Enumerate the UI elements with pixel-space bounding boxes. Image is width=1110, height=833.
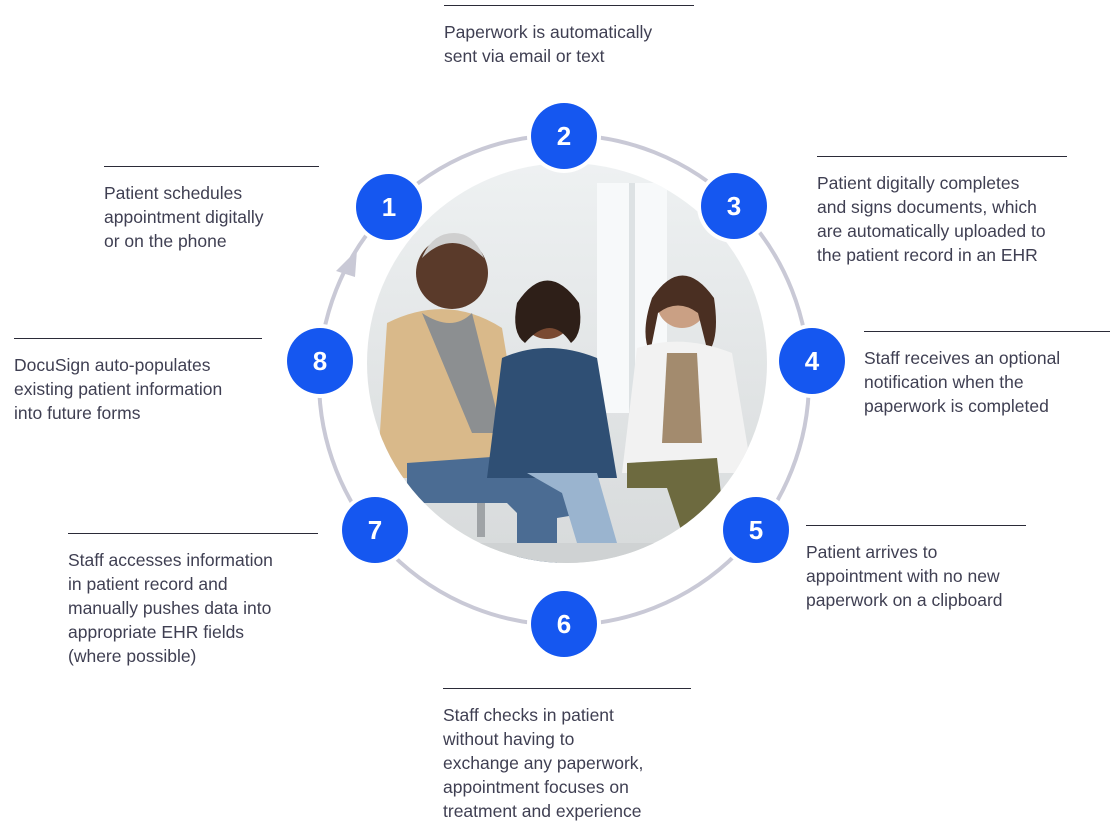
step-1-callout: Patient schedules appointment digitally …: [104, 166, 319, 253]
step-2-text: Paperwork is automatically sent via emai…: [444, 22, 653, 66]
step-6-rule: [443, 688, 691, 689]
step-3-rule: [817, 156, 1067, 157]
step-7-text: Staff accesses information in patient re…: [68, 550, 273, 666]
step-1-rule: [104, 166, 319, 167]
step-8-callout: DocuSign auto-populates existing patient…: [14, 338, 262, 425]
step-4-rule: [864, 331, 1110, 332]
step-6-callout: Staff checks in patient without having t…: [443, 688, 691, 823]
step-1-text: Patient schedules appointment digitally …: [104, 183, 264, 251]
patients-photo: [367, 163, 767, 563]
cycle-arrowhead-icon: [336, 250, 357, 277]
step-7-badge: 7: [342, 497, 408, 563]
step-5-badge: 5: [723, 497, 789, 563]
step-2-rule: [444, 5, 694, 6]
step-3-badge: 3: [701, 173, 767, 239]
step-4-callout: Staff receives an optional notification …: [864, 331, 1110, 418]
step-7-callout: Staff accesses information in patient re…: [68, 533, 318, 668]
step-5-rule: [806, 525, 1026, 526]
patients-and-doctor-photo-icon: [367, 163, 767, 563]
step-4-badge: 4: [779, 328, 845, 394]
step-4-text: Staff receives an optional notification …: [864, 348, 1061, 416]
step-2-badge: 2: [531, 103, 597, 169]
step-5-text: Patient arrives to appointment with no n…: [806, 542, 1003, 610]
step-1-badge: 1: [356, 174, 422, 240]
step-3-text: Patient digitally completes and signs do…: [817, 173, 1046, 265]
step-6-text: Staff checks in patient without having t…: [443, 705, 644, 821]
step-8-text: DocuSign auto-populates existing patient…: [14, 355, 223, 423]
step-6-badge: 6: [531, 591, 597, 657]
step-8-rule: [14, 338, 262, 339]
step-2-callout: Paperwork is automatically sent via emai…: [444, 5, 694, 68]
step-3-callout: Patient digitally completes and signs do…: [817, 156, 1067, 267]
step-8-badge: 8: [287, 328, 353, 394]
step-5-callout: Patient arrives to appointment with no n…: [806, 525, 1026, 612]
step-7-rule: [68, 533, 318, 534]
